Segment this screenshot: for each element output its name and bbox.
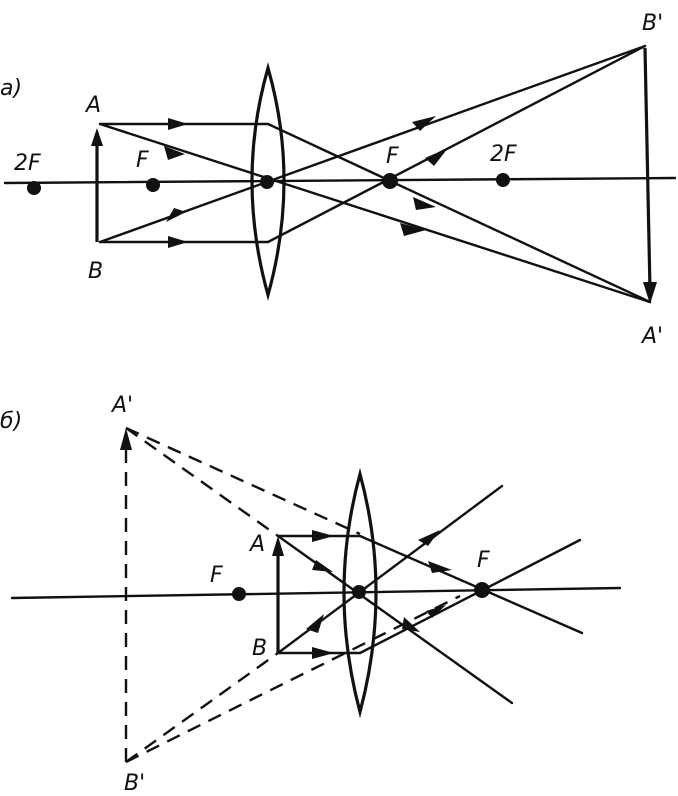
virtual-image-arrowhead-b xyxy=(120,428,132,450)
extension-ray-top-1 xyxy=(125,426,361,536)
focal-point-f-right-b xyxy=(474,582,490,598)
ray-arrow-icon xyxy=(312,647,334,659)
ray-a-through-center xyxy=(98,122,652,304)
focal-point-2f-right-a xyxy=(496,173,510,187)
image-arrowhead-a xyxy=(643,282,657,304)
ray-arrow-icon xyxy=(166,208,186,222)
label-f-left-a: F xyxy=(136,148,149,173)
ray-arrow-icon xyxy=(418,530,440,546)
ray-arrow-icon xyxy=(168,118,188,130)
label-f-left-b: F xyxy=(210,563,223,588)
ray-arrow-icon xyxy=(413,197,436,210)
focal-point-f-right-a xyxy=(382,173,398,189)
lens-center-b xyxy=(352,585,366,599)
ray-arrow-icon xyxy=(168,236,188,248)
ray-b-through-center xyxy=(98,44,647,244)
optical-axis-a xyxy=(3,176,677,185)
focal-point-2f-left-a xyxy=(27,181,41,195)
ray-arrow-icon xyxy=(412,116,436,131)
ray-arrow-icon xyxy=(402,617,420,632)
figure-a: a) 2F F F 2F A B B' A' xyxy=(0,11,677,349)
ray-arrow-icon xyxy=(400,223,426,236)
label-object-top-b: A xyxy=(248,532,265,557)
extension-ray-top-2 xyxy=(125,427,279,537)
object-arrowhead-a xyxy=(91,128,103,146)
label-object-bottom-a: B xyxy=(88,259,103,284)
object-arrowhead-b xyxy=(272,536,284,556)
ray-b-parallel-b xyxy=(276,538,582,655)
label-f-right-b: F xyxy=(477,548,490,573)
ray-arrow-icon xyxy=(426,605,446,618)
ray-a-parallel-top xyxy=(98,122,652,304)
ray-b-parallel-bottom xyxy=(98,44,647,244)
extension-ray-bottom-2 xyxy=(125,594,461,764)
ray-arrow-icon xyxy=(425,148,448,166)
label-image-bottom-a: A' xyxy=(640,324,663,349)
converging-lens-b xyxy=(342,467,378,719)
label-image-bottom-b: B' xyxy=(124,771,145,796)
converging-lens-a xyxy=(250,62,286,301)
focal-point-f-left-b xyxy=(232,587,246,601)
ray-arrow-icon xyxy=(306,614,324,633)
label-2f-right-a: 2F xyxy=(490,142,517,167)
label-image-top-b: A' xyxy=(110,393,133,418)
label-object-top-a: A xyxy=(84,93,101,118)
ray-a-parallel-b xyxy=(276,534,584,635)
extension-ray-bottom-1 xyxy=(125,652,279,763)
lens-center-a xyxy=(260,175,274,189)
ray-arrow-icon xyxy=(312,530,334,542)
panel-label-a: a) xyxy=(0,76,22,101)
focal-point-f-left-a xyxy=(146,178,160,192)
image-arrow-a xyxy=(643,47,652,291)
panel-label-b: б) xyxy=(0,409,22,434)
label-f-right-a: F xyxy=(386,144,399,169)
figure-b: б) A' B' A B F F xyxy=(0,393,622,796)
label-2f-left-a: 2F xyxy=(14,151,41,176)
label-image-top-a: B' xyxy=(642,11,663,36)
ray-arrow-icon xyxy=(428,561,452,573)
ray-arrow-icon xyxy=(164,146,185,160)
optical-axis-b xyxy=(10,586,622,600)
ray-arrow-icon xyxy=(312,560,333,572)
label-object-bottom-b: B xyxy=(252,636,267,661)
